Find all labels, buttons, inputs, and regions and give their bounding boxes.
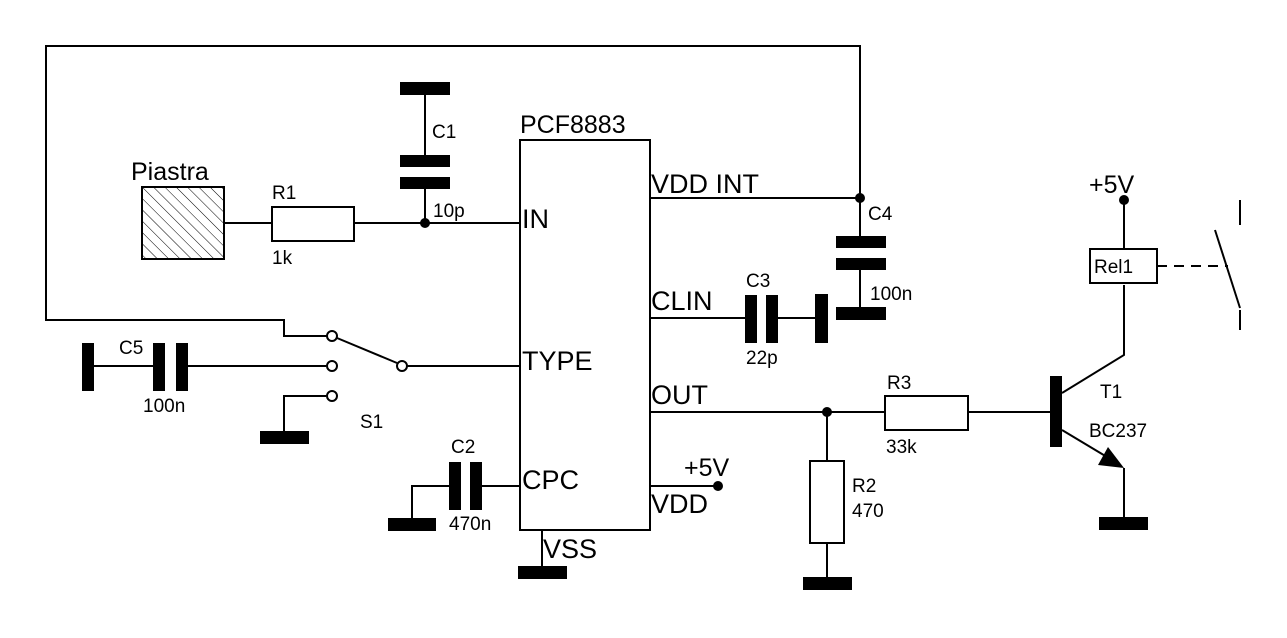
vdd-supply-label: +5V: [684, 454, 730, 482]
feedback-wire: [45, 45, 861, 337]
ic-name: PCF8883: [520, 111, 626, 139]
c1-value: 10p: [433, 201, 465, 222]
t1-value: BC237: [1089, 421, 1147, 442]
pin-vdd-int-label: VDD INT: [651, 169, 759, 199]
capacitor-c2: C2 470n: [388, 437, 520, 535]
pin-vss-label: VSS: [543, 534, 597, 564]
capacitor-c5: C5 100n: [82, 338, 326, 417]
pin-vdd-label: VDD: [651, 489, 708, 519]
touch-plate: Piastra: [131, 158, 225, 260]
c1-ref: C1: [432, 122, 456, 143]
ic-pcf8883: PCF8883 IN TYPE CPC VDD INT CLIN OUT VDD…: [519, 111, 759, 564]
relay-supply-terminal: [1119, 195, 1129, 205]
c5-ref: C5: [119, 338, 143, 359]
pin-out-label: OUT: [651, 380, 708, 410]
capacitor-c4: C4 100n: [836, 198, 912, 320]
plate-label: Piastra: [131, 158, 209, 186]
r2-value: 470: [852, 501, 884, 522]
vdd-terminal: [713, 481, 723, 491]
r3-ref: R3: [887, 373, 911, 394]
relay-rel1: Rel1: [1089, 200, 1241, 330]
capacitor-c1: C1 10p: [400, 82, 465, 223]
c4-value: 100n: [870, 284, 912, 305]
r3-value: 33k: [886, 437, 917, 458]
r1-ref: R1: [272, 183, 296, 204]
capacitor-c3: C3 22p: [745, 271, 828, 369]
c2-value: 470n: [449, 514, 491, 535]
c5-value: 100n: [143, 396, 185, 417]
c4-ref: C4: [868, 204, 893, 225]
resistor-r2: R2 470: [803, 412, 884, 590]
ground-vss: [518, 566, 567, 579]
relay-supply-label: +5V: [1089, 171, 1135, 199]
pin-clin-label: CLIN: [651, 286, 713, 316]
s1-ref: S1: [360, 412, 383, 433]
pin-cpc-label: CPC: [522, 465, 579, 495]
resistor-r3: R3 33k: [884, 373, 969, 458]
r1-value: 1k: [272, 248, 293, 269]
pin-type-label: TYPE: [522, 346, 593, 376]
c3-ref: C3: [746, 271, 770, 292]
c2-ref: C2: [451, 437, 475, 458]
switch-s1: S1: [260, 330, 520, 444]
r2-ref: R2: [852, 476, 876, 497]
resistor-r1: R1 1k: [271, 183, 355, 269]
c3-value: 22p: [746, 348, 778, 369]
relay-ref: Rel1: [1094, 257, 1133, 278]
transistor-t1: T1 BC237: [1050, 285, 1148, 530]
pin-in-label: IN: [522, 204, 549, 234]
t1-ref: T1: [1100, 382, 1122, 403]
